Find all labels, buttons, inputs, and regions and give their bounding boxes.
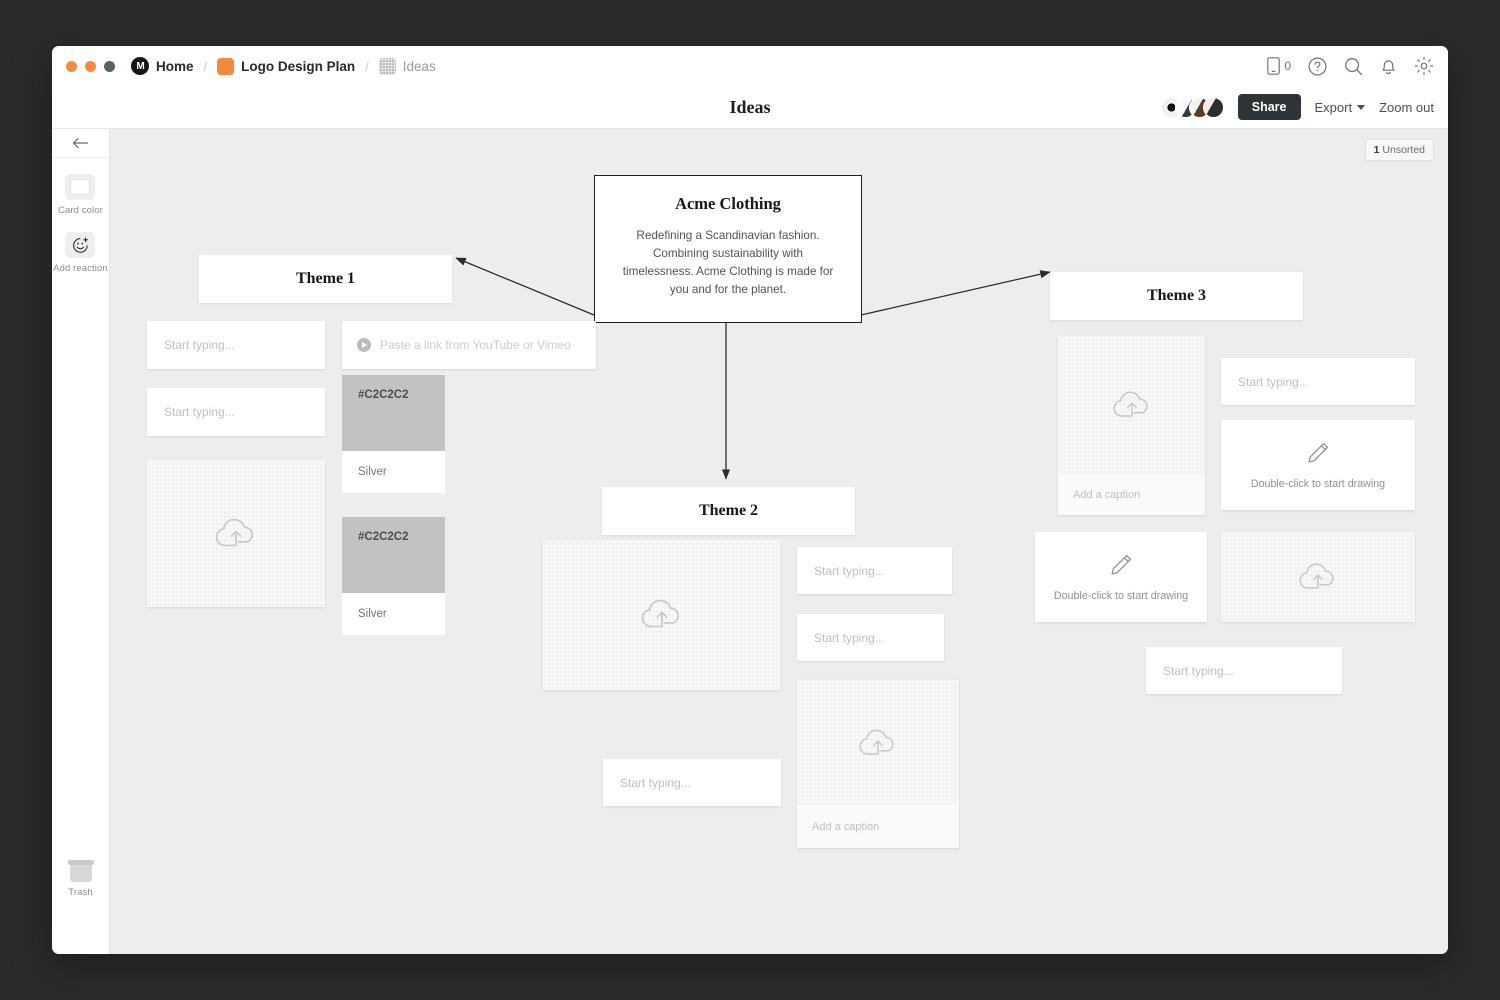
zoom-out-button[interactable]: Zoom out — [1379, 99, 1434, 115]
orange-board-icon — [217, 57, 235, 75]
left-sidebar: Card color Add reaction Tra — [52, 129, 110, 954]
text-card[interactable]: Start typing... — [147, 388, 325, 436]
text-card[interactable]: Start typing... — [797, 614, 944, 661]
image-caption-input[interactable]: Add a caption — [1058, 475, 1205, 515]
export-dropdown[interactable]: Export — [1315, 100, 1366, 115]
grid-board-icon — [378, 57, 396, 75]
board-toolbar: Ideas Share Export Zoom out — [52, 86, 1448, 129]
text-card[interactable]: Start typing... — [1221, 358, 1415, 405]
pencil-icon — [1108, 552, 1134, 581]
root-card[interactable]: Acme Clothing Redefining a Scandinavian … — [594, 175, 862, 323]
chevron-down-icon — [1357, 104, 1366, 110]
theme-2-title-card[interactable]: Theme 2 — [602, 487, 855, 535]
root-card-title: Acme Clothing — [675, 194, 781, 213]
color-swatch-hex: #C2C2C2 — [342, 375, 445, 451]
root-card-description: Redefining a Scandinavian fashion. Combi… — [622, 229, 834, 297]
app-body: Card color Add reaction Tra — [52, 129, 1448, 954]
sidebar-item-add-reaction[interactable]: Add reaction — [53, 232, 108, 274]
image-upload-card[interactable]: Add a caption — [1058, 336, 1205, 515]
drawing-placeholder: Double-click to start drawing — [1250, 478, 1386, 490]
topbar-actions: 0 — [1267, 56, 1434, 76]
text-card[interactable]: Start typing... — [147, 321, 325, 369]
text-card[interactable]: Start typing... — [1146, 647, 1342, 694]
title-bar: M Home / Logo Design Plan / Ideas 0 — [52, 46, 1448, 86]
sidebar-item-label: Card color — [58, 205, 103, 216]
drawing-placeholder: Double-click to start drawing — [1053, 590, 1189, 602]
close-window-button[interactable] — [66, 60, 77, 72]
device-count: 0 — [1284, 59, 1291, 73]
text-card[interactable]: Start typing... — [797, 547, 952, 594]
app-window: M Home / Logo Design Plan / Ideas 0 — [52, 46, 1448, 954]
color-swatch-name: Silver — [342, 451, 445, 493]
play-icon — [357, 338, 371, 352]
breadcrumb-separator: / — [203, 58, 208, 74]
board-canvas[interactable]: 1 Unsorted Acme Clothing Redefining a Sc… — [110, 129, 1448, 954]
arrow-root-to-theme3 — [860, 270, 1051, 316]
settings-gear-icon[interactable] — [1414, 56, 1434, 76]
milanote-logo-icon[interactable]: M — [131, 57, 149, 75]
window-traffic-lights — [66, 60, 115, 72]
theme-1-title-card[interactable]: Theme 1 — [199, 255, 452, 303]
card-color-swatch-icon — [65, 174, 96, 200]
video-embed-card[interactable]: Paste a link from YouTube or Vimeo — [342, 321, 596, 369]
sidebar-item-label: Trash — [68, 887, 93, 898]
board-actions: Share Export Zoom out — [1160, 94, 1434, 120]
image-drop-area[interactable] — [1058, 336, 1205, 475]
color-swatch-card[interactable]: #C2C2C2 Silver — [342, 517, 445, 635]
export-label: Export — [1314, 99, 1353, 115]
video-placeholder: Paste a link from YouTube or Vimeo — [380, 338, 571, 352]
image-upload-card[interactable] — [147, 460, 325, 607]
mobile-device-icon[interactable]: 0 — [1267, 57, 1291, 75]
help-icon[interactable] — [1308, 57, 1327, 76]
unsorted-badge[interactable]: 1 Unsorted — [1364, 139, 1434, 161]
color-swatch-name: Silver — [342, 593, 445, 635]
breadcrumb: M Home / Logo Design Plan / Ideas — [131, 57, 436, 75]
collaborator-avatars[interactable] — [1160, 96, 1224, 118]
breadcrumb-item-ideas[interactable]: Ideas — [402, 58, 436, 74]
drawing-card[interactable]: Double-click to start drawing — [1035, 532, 1207, 622]
sidebar-item-card-color[interactable]: Card color — [58, 174, 103, 216]
unsorted-count: 1 — [1373, 144, 1380, 156]
sidebar-item-label: Add reaction — [53, 263, 108, 274]
unsorted-label: Unsorted — [1382, 144, 1425, 156]
image-upload-card[interactable]: Add a caption — [797, 680, 959, 848]
image-caption-input[interactable]: Add a caption — [797, 806, 959, 848]
arrow-root-to-theme1 — [455, 257, 595, 316]
color-swatch-card[interactable]: #C2C2C2 Silver — [342, 375, 445, 493]
breadcrumb-separator: / — [365, 58, 369, 74]
sidebar-item-trash[interactable]: Trash — [67, 860, 94, 898]
minimize-window-button[interactable] — [85, 60, 96, 72]
theme-3-title-card[interactable]: Theme 3 — [1050, 272, 1303, 320]
breadcrumb-item-logo-design-plan[interactable]: Logo Design Plan — [241, 58, 356, 74]
pencil-icon — [1305, 440, 1331, 469]
drawing-card[interactable]: Double-click to start drawing — [1221, 420, 1415, 510]
image-upload-card[interactable] — [1221, 532, 1415, 622]
image-drop-area[interactable] — [797, 680, 959, 806]
back-arrow-icon[interactable] — [52, 129, 109, 158]
search-icon[interactable] — [1344, 57, 1363, 76]
maximize-window-button[interactable] — [104, 60, 115, 72]
text-card[interactable]: Start typing... — [603, 759, 781, 806]
notification-bell-icon[interactable] — [1380, 57, 1397, 76]
add-reaction-icon — [65, 232, 96, 258]
color-swatch-hex: #C2C2C2 — [342, 517, 445, 593]
trash-icon — [67, 860, 94, 882]
breadcrumb-item-home[interactable]: Home — [156, 58, 194, 74]
image-upload-card[interactable] — [543, 540, 780, 690]
share-button[interactable]: Share — [1237, 94, 1301, 120]
avatar[interactable] — [1202, 96, 1224, 118]
